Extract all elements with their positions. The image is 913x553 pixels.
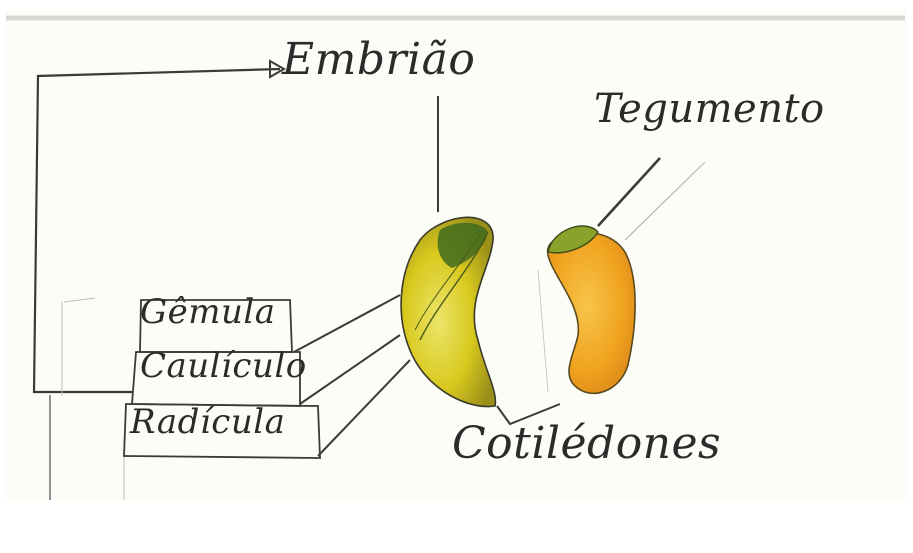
- gemula-label: Gêmula: [140, 292, 276, 332]
- cotiledones-label: Cotilédones: [452, 418, 721, 469]
- caulicula-label: Caulículo: [140, 346, 307, 386]
- radicula-label: Radícula: [130, 402, 285, 442]
- tegumento-label: Tegumento: [594, 86, 825, 132]
- embriao-label: Embrião: [282, 34, 475, 85]
